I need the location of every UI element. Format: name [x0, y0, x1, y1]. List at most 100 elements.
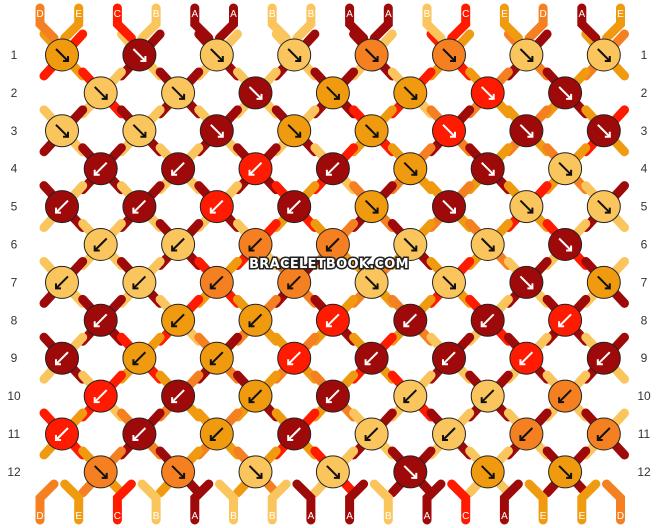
knot-arrow-icon: [55, 48, 69, 62]
bottom-string-letter: A: [501, 511, 508, 522]
top-string-letter: D: [36, 9, 43, 20]
knot-arrow-icon: [519, 351, 534, 365]
knot-arrow-head-icon: [403, 321, 410, 328]
string-tail-top: [422, 3, 446, 43]
knot-arrow-icon: [93, 86, 108, 100]
knot-arrow-icon: [171, 313, 185, 328]
knot-arrow-icon: [519, 427, 534, 441]
knot-arrow-head-icon: [132, 207, 139, 214]
knot-arrow-icon: [248, 237, 263, 252]
bottom-string-letter: A: [424, 511, 431, 522]
knot-arrow-icon: [93, 313, 108, 328]
knot-arrow-icon: [248, 389, 263, 403]
row-label-left: 6: [11, 238, 18, 252]
string-tail-bottom: [447, 479, 471, 525]
bottom-string-letter: B: [269, 511, 276, 522]
knot-arrow-icon: [326, 161, 340, 176]
knot-arrow-head-icon: [93, 169, 100, 176]
knot-arrow-head-icon: [101, 93, 108, 100]
knot-arrow-icon: [597, 199, 611, 214]
string-tail-top: [499, 3, 523, 43]
knot-arrow-head-icon: [527, 131, 534, 138]
knot-arrow-icon: [132, 48, 147, 62]
bottom-string-letter: B: [385, 511, 392, 522]
knot-arrow-head-icon: [411, 472, 418, 479]
string-tail-top: [190, 3, 214, 43]
knot-arrow-icon: [248, 465, 263, 479]
row-label-left: 1: [11, 48, 18, 62]
top-string-letter: E: [617, 9, 624, 20]
bottom-string-letter: B: [153, 511, 160, 522]
knot-arrow-icon: [597, 124, 611, 138]
knot-arrow-head-icon: [287, 207, 294, 214]
knot-arrow-icon: [132, 124, 147, 138]
knot-arrow-head-icon: [101, 472, 108, 479]
string-tail-top: [345, 3, 369, 43]
knot-arrow-icon: [132, 427, 147, 441]
string-tail-bottom: [35, 479, 59, 525]
knot-arrow-head-icon: [171, 245, 178, 252]
row-label-left: 12: [7, 465, 21, 479]
bottom-string-letter: C: [462, 511, 469, 522]
knot-arrow-icon: [132, 351, 147, 365]
knot-layer: [45, 38, 621, 489]
bottom-string-letter: A: [191, 511, 198, 522]
row-label-right: 3: [641, 124, 648, 138]
bottom-string-letter: A: [346, 511, 353, 522]
bottom-string-letter: E: [540, 511, 547, 522]
knot-arrow-head-icon: [411, 245, 418, 252]
knot-arrow-head-icon: [55, 283, 61, 290]
knot-arrow-icon: [287, 351, 301, 365]
top-string-letter: B: [308, 9, 315, 20]
string-tail-top: [524, 3, 548, 43]
knot-arrow-head-icon: [372, 207, 379, 214]
string-tail-top: [602, 3, 625, 43]
knot-arrow-head-icon: [209, 283, 216, 290]
row-label-left: 11: [8, 427, 21, 441]
knot-arrow-icon: [210, 351, 224, 365]
knot-arrow-head-icon: [519, 435, 526, 441]
knot-arrow-icon: [403, 86, 418, 100]
knot-arrow-icon: [597, 48, 611, 62]
knot-arrow-head-icon: [171, 169, 178, 176]
knot-arrow-head-icon: [256, 472, 263, 479]
knot-arrow-head-icon: [179, 93, 186, 100]
knot-arrow-head-icon: [488, 93, 495, 100]
string-tail-top: [369, 3, 393, 43]
knot-arrow-head-icon: [604, 56, 611, 62]
knot-arrow-head-icon: [248, 245, 255, 252]
knot-arrow-icon: [171, 161, 185, 176]
knot-arrow-icon: [558, 389, 572, 403]
top-string-letter: A: [385, 9, 392, 20]
row-label-right: 10: [637, 389, 651, 403]
knot-arrow-head-icon: [287, 359, 294, 366]
knot-arrow-head-icon: [248, 169, 255, 176]
knot-arrow-head-icon: [63, 56, 69, 62]
bottom-string-letter: D: [36, 511, 43, 522]
knot-arrow-head-icon: [248, 321, 255, 328]
knot-arrow-icon: [171, 86, 185, 100]
knot-arrow-head-icon: [372, 283, 379, 290]
bottom-string-letter: D: [617, 511, 624, 522]
knot-arrow-icon: [403, 389, 418, 403]
knot-arrow-icon: [519, 48, 534, 62]
row-label-left: 2: [11, 86, 18, 100]
knot-arrow-icon: [558, 161, 572, 176]
knot-arrow-head-icon: [325, 169, 332, 176]
knot-arrow-icon: [287, 427, 301, 441]
string-tail-bottom: [267, 479, 291, 525]
top-string-letter: B: [153, 9, 160, 20]
top-string-letter: A: [578, 9, 585, 20]
string-tail-bottom: [137, 479, 161, 525]
knot-arrow-icon: [403, 313, 418, 328]
row-label-left: 10: [7, 389, 21, 403]
string-tail-bottom: [422, 479, 446, 525]
row-label-right: 6: [641, 238, 648, 252]
top-string-letter: C: [114, 9, 121, 20]
knot-arrow-head-icon: [566, 169, 573, 176]
knot-arrow-head-icon: [248, 397, 255, 404]
knot-arrow-icon: [519, 124, 534, 138]
knot-arrow-icon: [93, 161, 108, 176]
knot-arrow-icon: [132, 199, 147, 214]
knot-arrow-head-icon: [488, 245, 495, 252]
